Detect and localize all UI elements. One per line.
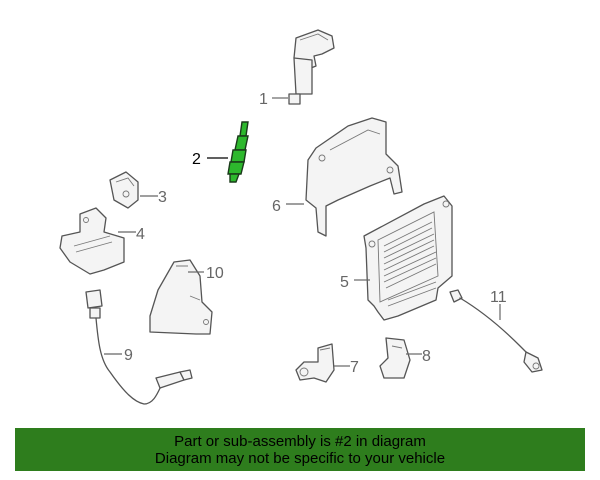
callout-8: 8 — [422, 348, 431, 365]
banner-line-1: Part or sub-assembly is #2 in diagram — [174, 433, 426, 450]
callout-4: 4 — [136, 226, 145, 243]
callout-10: 10 — [206, 265, 224, 282]
callout-1: 1 — [259, 91, 268, 108]
parts-diagram: 1 2 6 3 4 10 — [59, 29, 543, 405]
callout-11: 11 — [490, 289, 507, 306]
part-8-small-bracket — [379, 337, 411, 379]
part-6-bracket — [305, 117, 403, 237]
part-5-ecu — [363, 195, 453, 321]
part-11-sensor-wire — [449, 289, 543, 373]
callout-9: 9 — [124, 347, 133, 364]
callout-7: 7 — [350, 359, 359, 376]
callout-5: 5 — [340, 274, 349, 291]
part-4-bracket — [59, 207, 125, 275]
info-banner: Part or sub-assembly is #2 in diagram Di… — [15, 428, 585, 471]
callout-3: 3 — [158, 189, 167, 206]
part-7-sensor — [295, 343, 335, 383]
part-9-oxygen-sensor — [85, 289, 193, 405]
callout-6: 6 — [272, 198, 281, 215]
callout-2: 2 — [192, 151, 201, 168]
part-1-ignition-coil — [288, 29, 335, 105]
part-2-spark-plug — [227, 121, 249, 183]
part-3-sensor — [109, 171, 139, 209]
banner-line-2: Diagram may not be specific to your vehi… — [154, 450, 446, 467]
part-10-heat-shield — [149, 259, 213, 335]
